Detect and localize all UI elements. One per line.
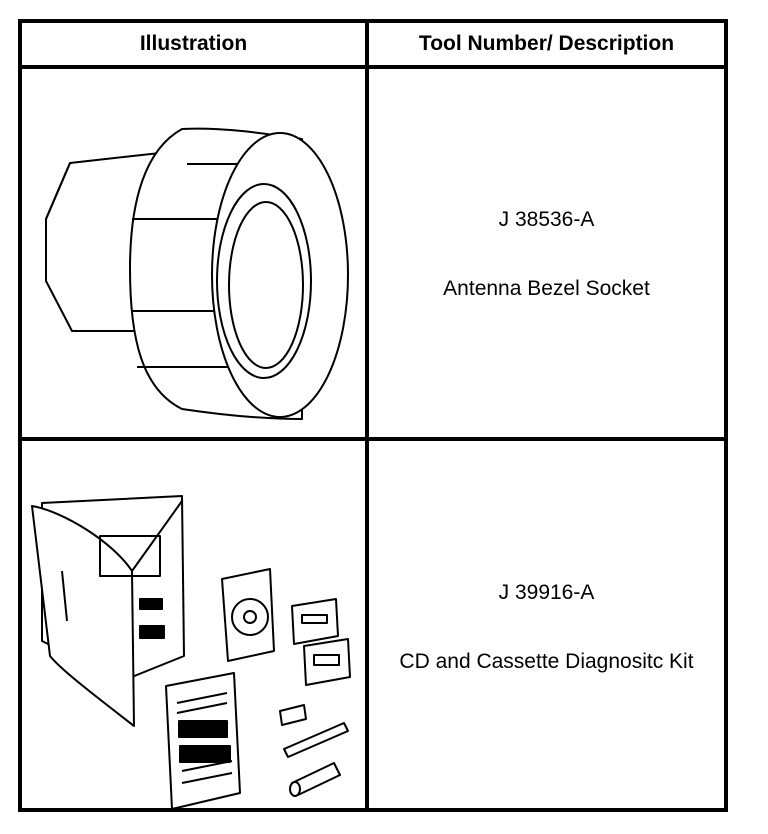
antenna-bezel-socket-illustration <box>22 69 365 437</box>
column-divider <box>365 23 369 808</box>
tool-description-1: Antenna Bezel Socket <box>443 277 650 300</box>
header-divider <box>22 65 724 69</box>
tool-number-2: J 39916-A <box>498 581 595 604</box>
row-1-description: J 38536-A Antenna Bezel Socket <box>369 208 724 301</box>
header-illustration: Illustration <box>139 32 248 55</box>
tool-table: Illustration Tool Number/ Description J … <box>18 19 728 812</box>
tool-description-2: CD and Cassette Diagnositc Kit <box>399 650 694 673</box>
cd-cassette-kit-illustration <box>22 441 365 812</box>
row-divider <box>22 437 724 441</box>
tool-number-1: J 38536-A <box>498 208 595 231</box>
row-2-description: J 39916-A CD and Cassette Diagnositc Kit <box>369 581 724 674</box>
header-tool-number-description: Tool Number/ Description <box>418 32 675 55</box>
